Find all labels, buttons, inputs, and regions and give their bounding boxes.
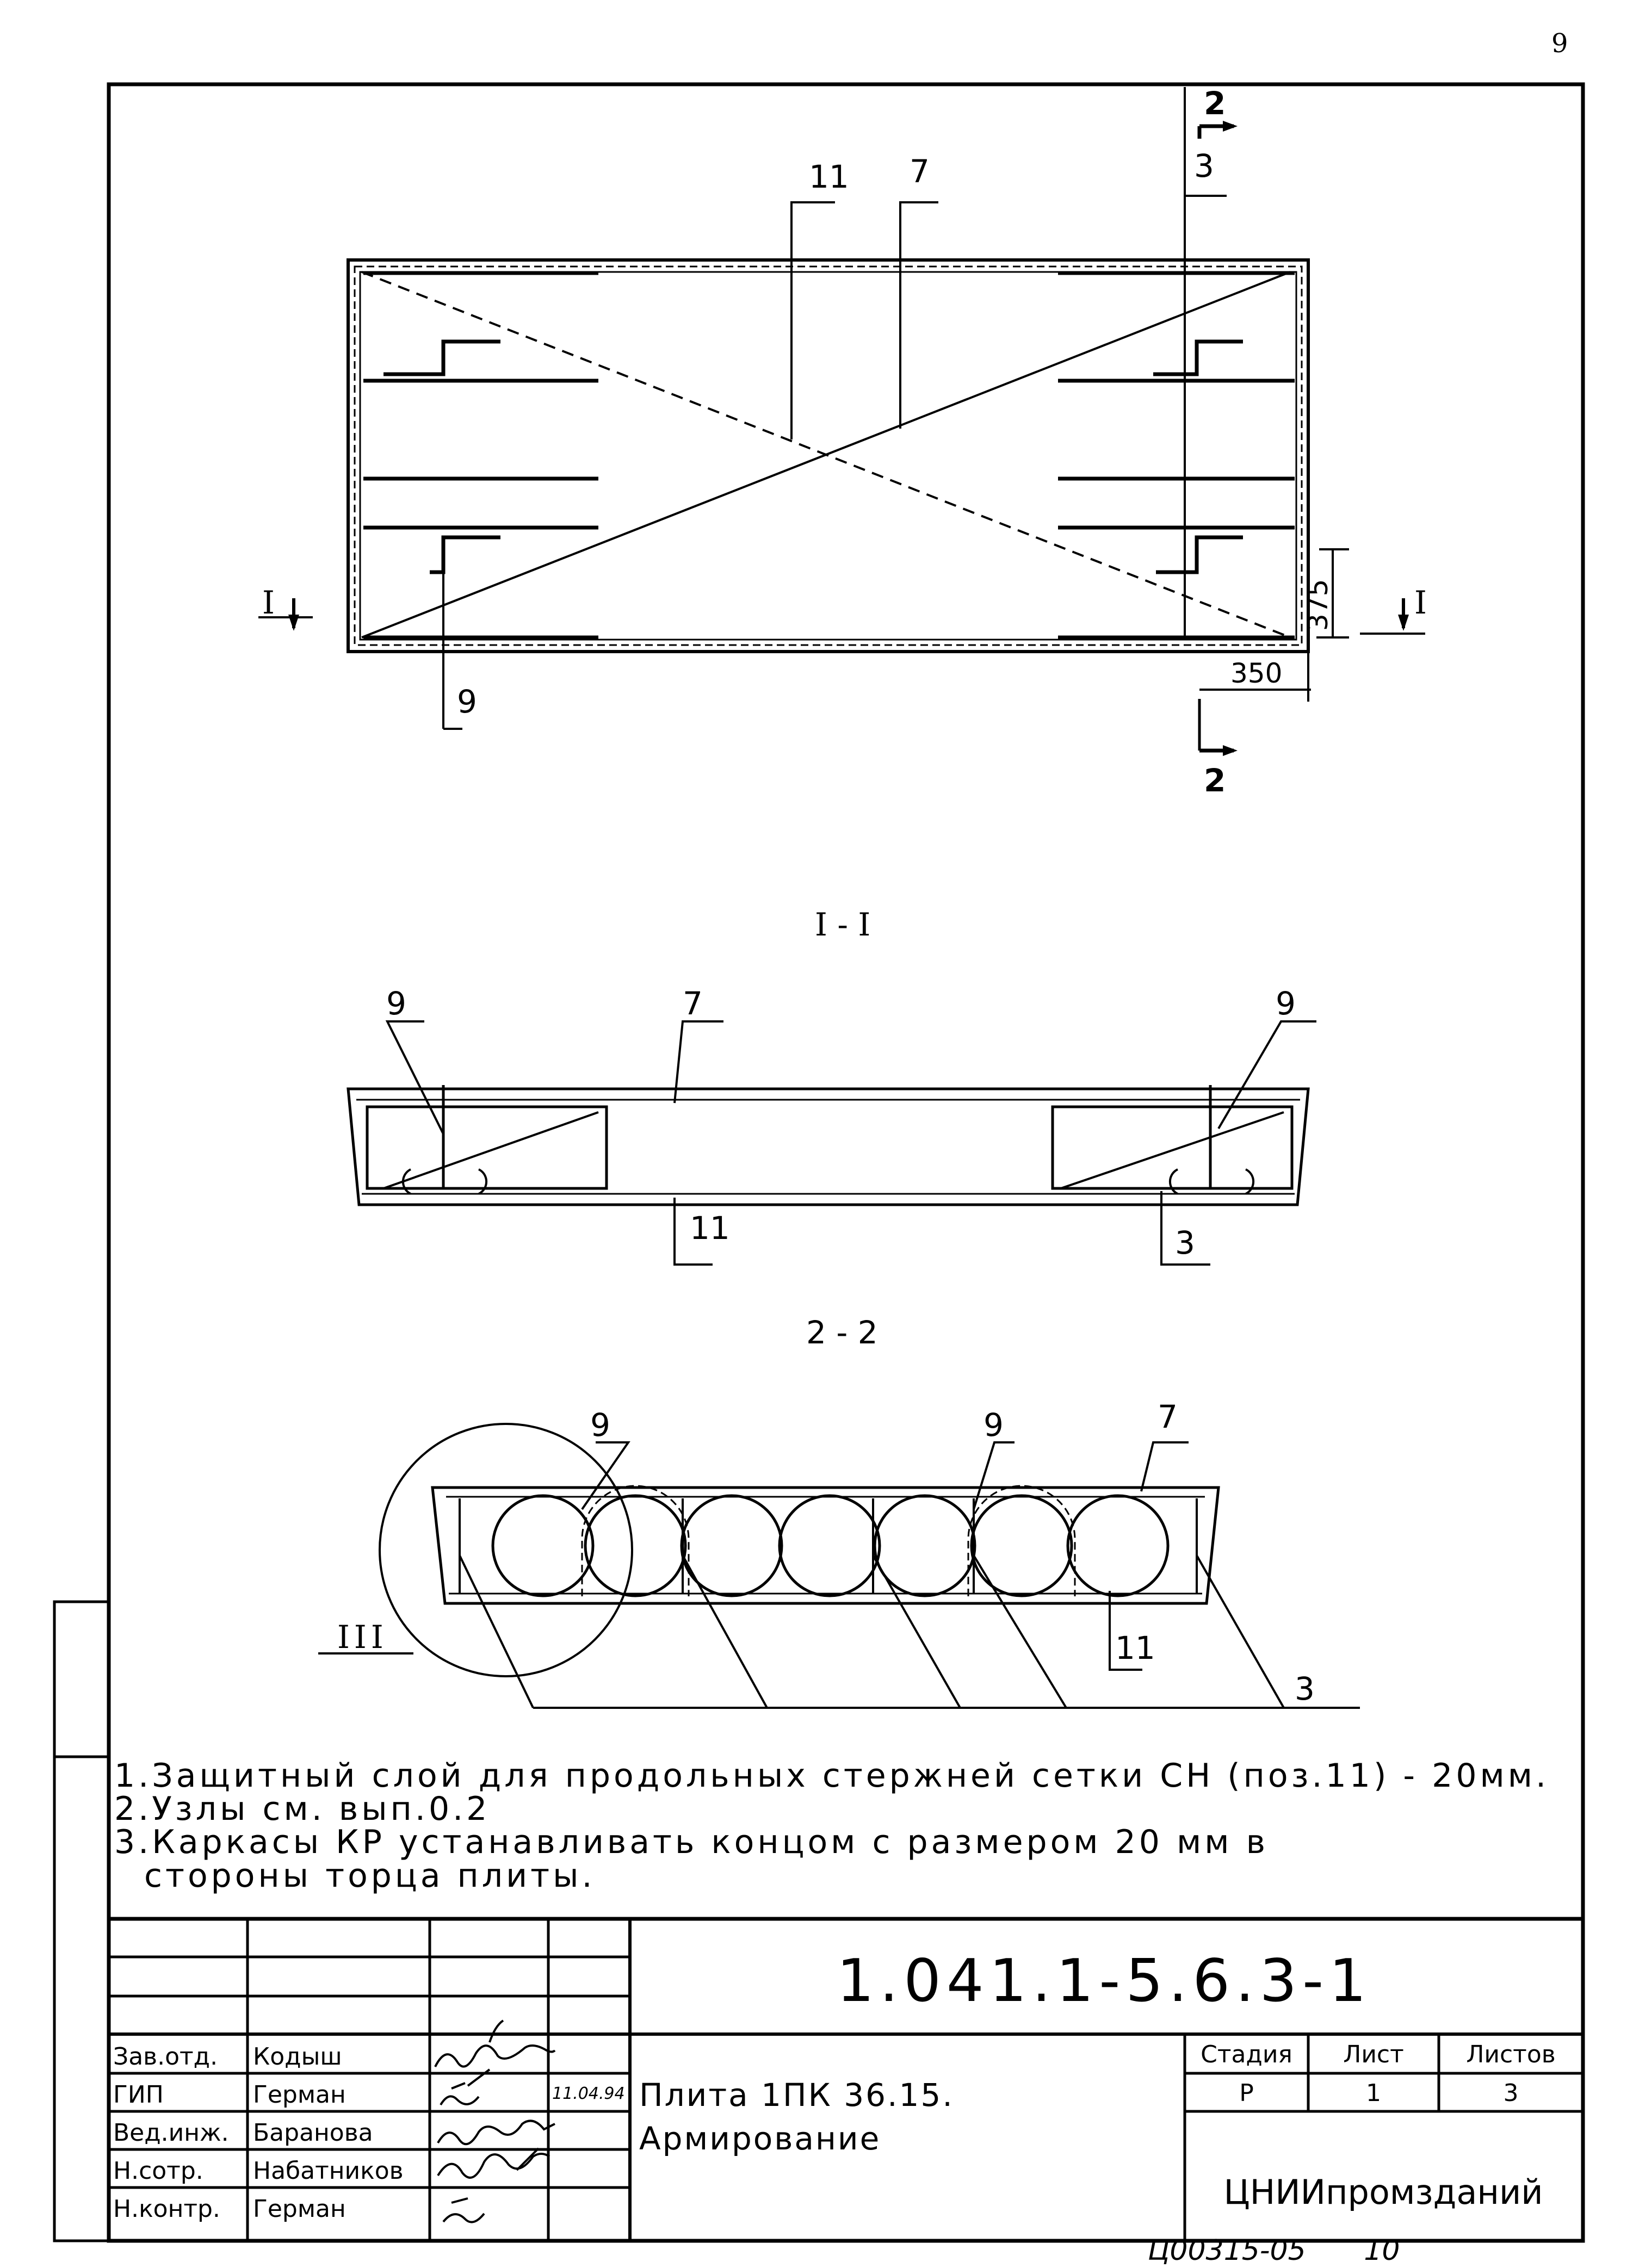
stage-value: Р <box>1239 2079 1254 2107</box>
plan-outline <box>347 258 1310 653</box>
name-researcher: Набатников <box>253 2157 404 2185</box>
sec2-callout-9-left: 9 <box>590 1406 610 1443</box>
plan-callout-3: 3 <box>1194 147 1214 184</box>
detail-node-iii: III <box>337 1619 388 1656</box>
sec1-callout-9-right: 9 <box>1276 985 1296 1022</box>
sec2-callout-11: 11 <box>1115 1629 1155 1666</box>
section-1-1 <box>347 1020 1316 1266</box>
name-chief-engineer: Герман <box>253 2081 346 2109</box>
approval-date: 11.04.94 <box>552 2084 625 2103</box>
note-2: 2.Узлы см. вып.0.2 <box>114 1790 491 1829</box>
sheet-label: Лист <box>1343 2041 1404 2068</box>
archive-code: Ц00315-05 <box>1148 2234 1306 2267</box>
sec2-callout-3: 3 <box>1295 1670 1315 1707</box>
role-chief-engineer: ГИП <box>113 2081 164 2109</box>
sheet-value: 1 <box>1366 2079 1381 2107</box>
section-mark-top: 2 <box>1204 85 1226 122</box>
plan-callout-7: 7 <box>910 153 930 190</box>
drawing-title-line-1: Плита 1ПК 36.15. <box>639 2077 954 2114</box>
dimension-375: 375 <box>1302 579 1334 631</box>
section-cut-right: I <box>1414 584 1427 621</box>
section-2-2 <box>318 1423 1360 1709</box>
binding-strip <box>53 1600 110 2242</box>
drawing-title-line-2: Армирование <box>639 2120 881 2157</box>
name-head-department: Кодыш <box>253 2043 342 2071</box>
archive-number: Ц00315-05 10 <box>1148 2234 1400 2267</box>
note-3-continued: стороны торца плиты. <box>144 1856 596 1895</box>
role-lead-engineer: Вед.инж. <box>113 2119 229 2147</box>
sheets-value: 3 <box>1503 2079 1519 2107</box>
section-cut-left: I <box>262 584 275 621</box>
sec1-callout-9-left: 9 <box>386 985 406 1022</box>
document-code: 1.041.1-5.6.3-1 <box>837 1947 1372 2015</box>
sec1-callout-11: 11 <box>690 1210 730 1247</box>
section-2-title: 2 - 2 <box>806 1314 878 1351</box>
detail-circle-iii <box>379 1423 633 1677</box>
sheets-label: Листов <box>1466 2041 1556 2068</box>
plan-callout-11: 11 <box>809 158 849 195</box>
page-number: 9 <box>1551 28 1568 59</box>
diagonal-bar-11 <box>361 271 1291 639</box>
sec2-callout-9-right: 9 <box>983 1406 1004 1443</box>
sec1-callout-7: 7 <box>683 985 703 1022</box>
dimension-350: 350 <box>1230 658 1282 689</box>
organization-name: ЦНИИпромзданий <box>1223 2172 1543 2212</box>
signatures <box>434 2019 556 2223</box>
sec1-callout-3: 3 <box>1175 1224 1195 1261</box>
sec2-callout-7: 7 <box>1158 1398 1178 1435</box>
section-1-title: I - I <box>815 906 870 943</box>
note-3: 3.Каркасы КР устанавливать концом с разм… <box>114 1823 1269 1862</box>
general-notes: 1.Защитный слой для продольных стержней … <box>114 1759 1583 1893</box>
section-mark-bottom: 2 <box>1204 762 1226 799</box>
archive-sheet: 10 <box>1364 2234 1400 2267</box>
role-norm-control: Н.контр. <box>113 2195 220 2223</box>
title-block <box>109 1917 1583 2241</box>
name-lead-engineer: Баранова <box>253 2119 373 2147</box>
note-1: 1.Защитный слой для продольных стержней … <box>114 1757 1550 1795</box>
role-head-department: Зав.отд. <box>113 2043 218 2071</box>
name-norm-control: Герман <box>253 2195 346 2223</box>
plan-view <box>258 87 1425 756</box>
plan-callout-9: 9 <box>457 683 477 720</box>
role-researcher: Н.сотр. <box>113 2157 203 2185</box>
stage-label: Стадия <box>1201 2041 1292 2068</box>
sheet-frame <box>107 82 1585 2243</box>
